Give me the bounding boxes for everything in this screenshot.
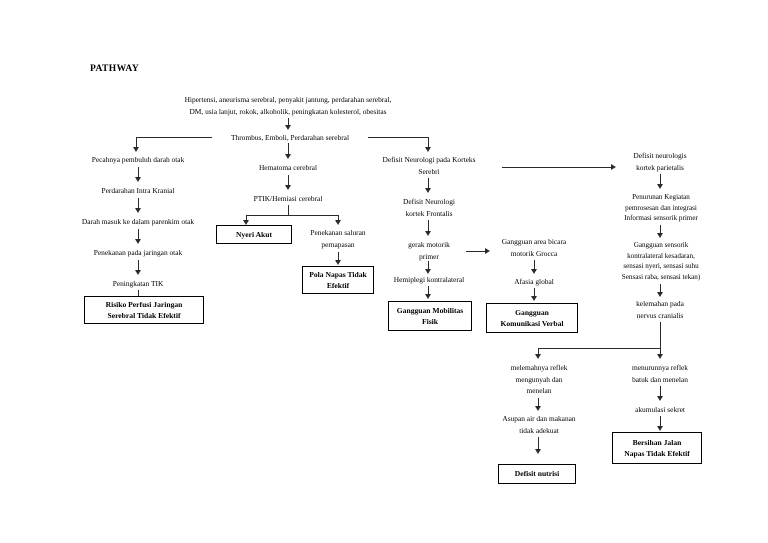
arrow-down-icon (335, 220, 341, 225)
connector (338, 215, 339, 221)
node-gangguan-area-bicara: Gangguan area bicara motorik Grocca (501, 237, 567, 258)
connector (660, 174, 661, 185)
node-penurunan-kegiatan-pemrosesan: Penurunan Kegiatan pemrosesan dan integr… (624, 193, 698, 223)
node-asupan-air-makanan: Asupan air dan makanan tidak adekuat (502, 414, 576, 435)
arrow-down-icon (243, 220, 249, 225)
connector (136, 137, 212, 138)
connector (288, 205, 289, 215)
connector (502, 167, 612, 168)
arrow-right-icon (611, 164, 616, 170)
arrow-down-icon (657, 184, 663, 189)
diagnosis-risiko-perfusi-jaringan: Risiko Perfusi Jaringan Serebral Tidak E… (84, 296, 204, 324)
connector (136, 137, 137, 148)
connector (538, 348, 660, 349)
connector (246, 215, 247, 221)
arrow-down-icon (285, 125, 291, 130)
connector (660, 348, 661, 355)
diagnosis-bersihan-jalan-napas: Bersihan Jalan Napas Tidak Efektif (612, 432, 702, 464)
connector (428, 220, 429, 232)
connector (428, 137, 429, 148)
node-melemahnya-reflek-mengunyah: melemahnya reflek mengunyah dan menelan (510, 363, 568, 395)
diagnosis-defisit-nutrisi: Defisit nutrisi (498, 464, 576, 484)
arrow-down-icon (657, 396, 663, 401)
arrow-down-icon (425, 231, 431, 236)
node-ptik-hemiasi-cerebral: PTIK/Hemiasi cerebral (253, 194, 323, 203)
connector (138, 290, 139, 300)
connector (138, 198, 139, 209)
node-defisit-neurologi-kortek-frontalis: Defisit Neurologi kortek Frontalis (403, 197, 455, 218)
connector (138, 260, 139, 271)
connector (428, 261, 429, 270)
node-thrombus: Thrombus, Emboli, Perdarahan serebral (230, 133, 349, 142)
arrow-down-icon (531, 269, 537, 274)
diagnosis-pola-napas-tidak-efektif: Pola Napas Tidak Efektif (302, 266, 374, 294)
node-defisit-neurologi-korteks-serebri: Defisit Neurologi pada Korteks Serebri (382, 155, 476, 176)
arrow-down-icon (425, 188, 431, 193)
diagnosis-gangguan-komunikasi-verbal: Gangguan Komunikasi Verbal (486, 303, 578, 333)
node-gangguan-sensorik-kontralateral: Gangguan sensorik kontralateral kesadara… (621, 241, 701, 281)
connector (538, 398, 539, 407)
node-pecahnya-pembuluh-darah: Pecahnya pembuluh darah otak (91, 155, 185, 164)
diagnosis-gangguan-mobilitas-fisik: Gangguan Mobilitas Fisik (388, 301, 472, 331)
arrow-down-icon (657, 426, 663, 431)
connector (368, 137, 428, 138)
node-menurunnya-reflek-batuk: menurunnya reflek batuk dan menelan (631, 363, 689, 384)
arrow-down-icon (535, 354, 541, 359)
arrow-down-icon (535, 449, 541, 454)
arrow-down-icon (657, 292, 663, 297)
node-peningkatan-tik: Peningkatan TIK (112, 279, 164, 288)
connector (288, 143, 289, 155)
node-hemiplegi-kontralateral: Hemiplegi kontralateral (393, 275, 465, 284)
arrow-down-icon (135, 239, 141, 244)
connector (538, 348, 539, 355)
node-afasia-global: Afasia global (514, 277, 554, 286)
connector (660, 225, 661, 234)
connector (534, 288, 535, 297)
connector (660, 416, 661, 427)
arrow-down-icon (657, 354, 663, 359)
node-perdarahan-intra-kranial: Perdarahan Intra Kranial (101, 186, 175, 195)
connector (288, 118, 289, 127)
arrow-down-icon (133, 147, 139, 152)
node-defisit-neurologis-kortek-parietalis: Defisit neurologis kortek parietalis (633, 151, 687, 172)
arrow-down-icon (135, 270, 141, 275)
node-darah-masuk-parenkim: Darah masuk ke dalam parenkim otak (81, 217, 195, 226)
node-gerak-motorik-primer: gerak motorik primer (408, 240, 450, 261)
arrow-down-icon (535, 406, 541, 411)
node-risk-factors: Hipertensi, aneurisma serebral, penyakit… (184, 95, 392, 116)
arrow-down-icon (657, 233, 663, 238)
connector (138, 167, 139, 178)
connector (538, 437, 539, 450)
connector (288, 175, 289, 186)
connector (660, 386, 661, 397)
arrow-down-icon (425, 294, 431, 299)
connector (466, 251, 486, 252)
connector (660, 322, 661, 348)
connector (138, 229, 139, 240)
connector (534, 260, 535, 270)
node-hematoma-cerebral: Hematoma cerebral (258, 163, 318, 172)
arrow-down-icon (425, 147, 431, 152)
page-title: PATHWAY (90, 64, 140, 74)
arrow-down-icon (335, 260, 341, 265)
diagnosis-nyeri-akut: Nyeri Akut (216, 225, 292, 244)
connector (660, 284, 661, 293)
arrow-down-icon (425, 269, 431, 274)
arrow-down-icon (531, 296, 537, 301)
arrow-down-icon (135, 177, 141, 182)
connector (428, 286, 429, 295)
connector (338, 252, 339, 261)
connector (246, 215, 338, 216)
arrow-down-icon (285, 185, 291, 190)
node-penekanan-jaringan-otak: Penekanan pada jaringan otak (93, 248, 183, 257)
node-kelemahan-nervus-cranialis: kelemahan pada nervus cranialis (636, 299, 684, 320)
arrow-down-icon (135, 208, 141, 213)
arrow-right-icon (485, 248, 490, 254)
node-akumulasi-sekret: akumulasi sekret (635, 405, 685, 414)
node-penekanan-saluran-pernapasan: Penekanan saluran pernapasan (310, 228, 366, 249)
arrow-down-icon (285, 154, 291, 159)
connector (428, 178, 429, 189)
